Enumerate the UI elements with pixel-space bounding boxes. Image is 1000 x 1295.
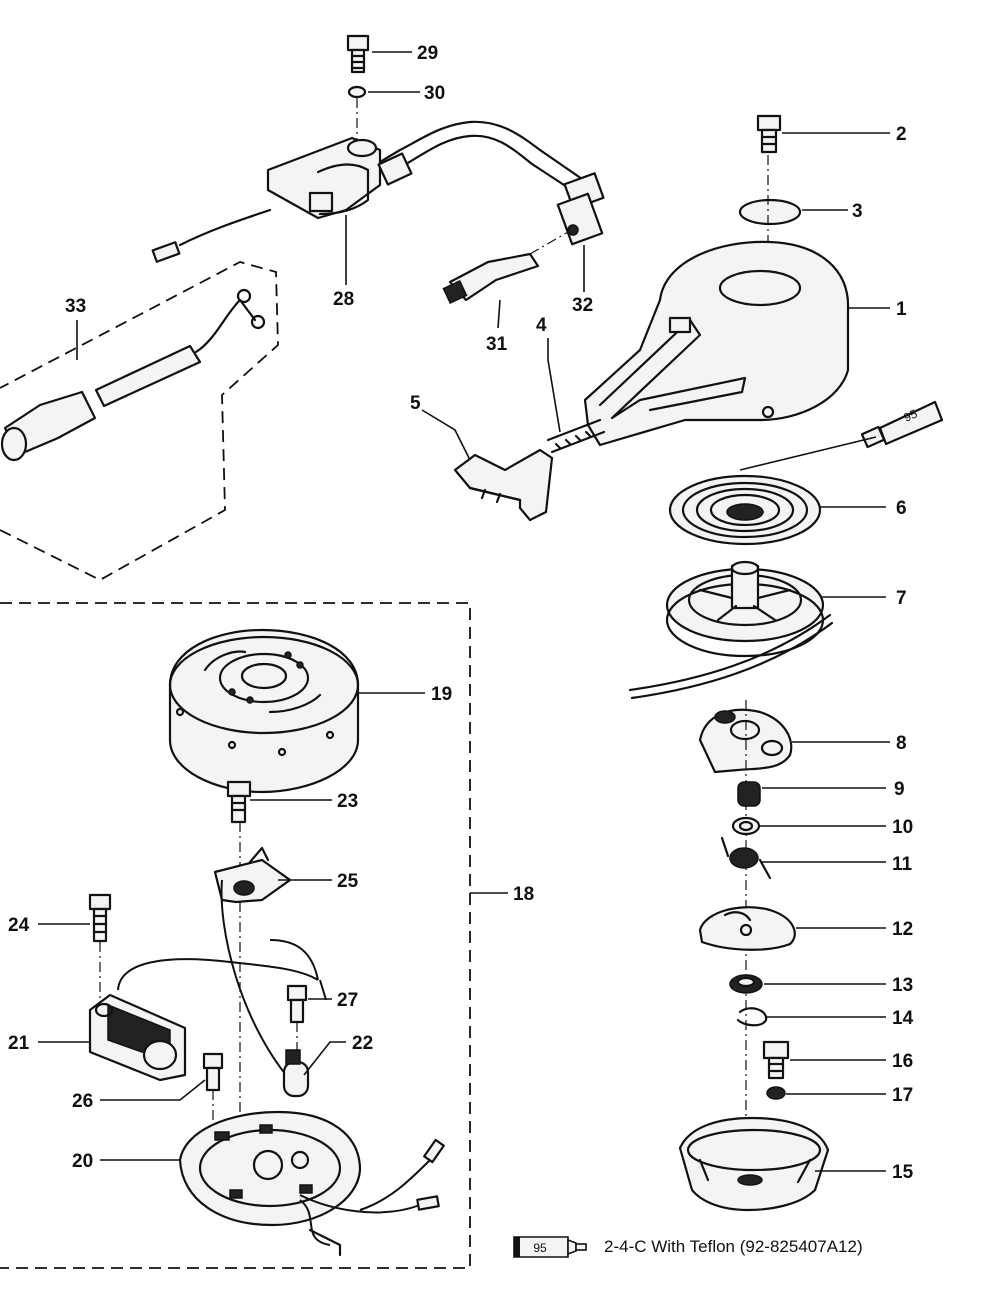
- callout-26: 26: [72, 1091, 93, 1112]
- callout-15: 15: [892, 1162, 914, 1183]
- callout-28: 28: [333, 289, 354, 310]
- spark-plug-31: [442, 231, 569, 305]
- callout-20: 20: [72, 1151, 93, 1172]
- bracket-25: [213, 846, 292, 904]
- callout-3: 3: [852, 201, 863, 222]
- starter-housing-1: [583, 240, 850, 447]
- callout-25: 25: [337, 871, 359, 892]
- legend-text: 2-4-C With Teflon (92-825407A12): [604, 1237, 863, 1256]
- callout-6: 6: [896, 498, 907, 519]
- leader-lines: [38, 51, 890, 1172]
- callout-22: 22: [352, 1033, 373, 1054]
- callout-11: 11: [892, 854, 913, 875]
- stop-switch-33: [0, 288, 266, 462]
- callout-27: 27: [337, 990, 358, 1011]
- spring-11: [720, 836, 772, 880]
- starter-handle-5: [453, 448, 554, 522]
- callout-5: 5: [410, 393, 421, 414]
- spark-plug-cap-32: [556, 172, 605, 246]
- rope-loop: [628, 613, 834, 700]
- callout-13: 13: [892, 975, 913, 996]
- bolt-2: [756, 114, 782, 154]
- stator-plate-20: [178, 1110, 362, 1227]
- callout-8: 8: [896, 733, 907, 754]
- callout-23: 23: [337, 791, 358, 812]
- callout-31: 31: [486, 334, 508, 355]
- group-33-boundary: [0, 261, 279, 582]
- screw-26: [202, 1052, 224, 1092]
- ground-leads: [299, 1138, 445, 1257]
- screw-24: [88, 893, 112, 943]
- callout-33: 33: [65, 296, 86, 317]
- callout-14: 14: [892, 1008, 914, 1029]
- callout-numbers: 29 30 2 3 1 28 32 31 33 4 5 6 7 8 9 10 1…: [8, 43, 914, 1183]
- callout-19: 19: [431, 684, 452, 705]
- flywheel-19: [168, 628, 360, 794]
- lubricant-tube-label: 95: [902, 406, 920, 424]
- callout-32: 32: [572, 295, 593, 316]
- group-18-boundary: [0, 602, 508, 1269]
- cap-3: [738, 198, 802, 226]
- callout-1: 1: [896, 299, 907, 320]
- callout-4: 4: [536, 315, 547, 336]
- lubricant-tube: 95: [860, 400, 944, 449]
- spring-9: [737, 781, 761, 807]
- washer-10: [731, 816, 761, 836]
- screw-23: [226, 780, 252, 824]
- pawl-plate-12: [698, 906, 796, 951]
- callout-9: 9: [894, 779, 905, 800]
- callout-7: 7: [896, 588, 907, 609]
- legend-tube-label: 95: [533, 1241, 547, 1255]
- pulley-7: [665, 560, 825, 658]
- lubricant-legend: 95 2-4-C With Teflon (92-825407A12): [512, 1233, 863, 1261]
- callout-30: 30: [424, 83, 445, 104]
- callout-12: 12: [892, 919, 913, 940]
- washer-17: [766, 1086, 786, 1100]
- bolt-16: [762, 1040, 790, 1080]
- callout-17: 17: [892, 1085, 913, 1106]
- rewind-spring-6: [668, 474, 822, 546]
- callout-16: 16: [892, 1051, 913, 1072]
- charge-coil-21: [88, 993, 187, 1082]
- bolt-29: [346, 34, 370, 74]
- callout-24: 24: [8, 915, 30, 936]
- screw-27: [286, 984, 308, 1024]
- stator-wiring: [117, 879, 327, 1081]
- retainer-14: [736, 1007, 768, 1027]
- callout-29: 29: [417, 43, 438, 64]
- callout-21: 21: [8, 1033, 30, 1054]
- ignition-coil-28: [151, 136, 382, 263]
- callout-18: 18: [513, 884, 534, 905]
- washer-30: [347, 85, 367, 99]
- high-tension-lead: [377, 120, 600, 204]
- starter-rope-4: [546, 418, 606, 454]
- starter-cup-15: [678, 1116, 830, 1212]
- callout-10: 10: [892, 817, 913, 838]
- lubricant-tube-icon: 95: [513, 1236, 587, 1258]
- callout-2: 2: [896, 124, 907, 145]
- capacitor-22: [282, 1049, 310, 1098]
- nut-13: [729, 974, 763, 994]
